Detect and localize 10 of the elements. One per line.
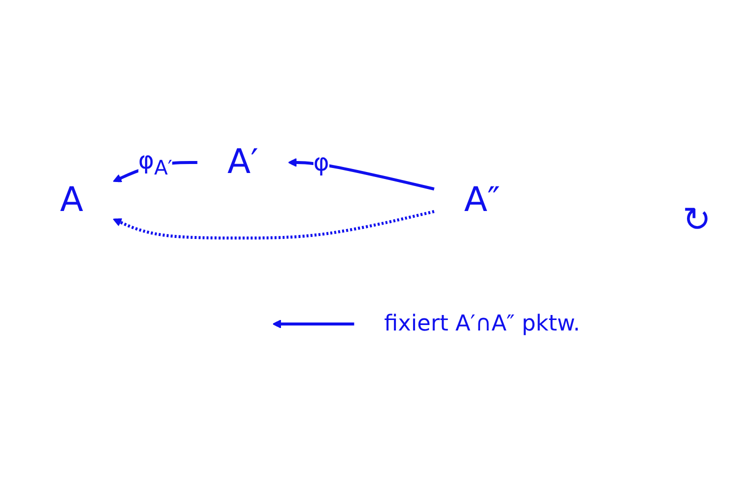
node-text: fixiert A′∩A″ pktw. (384, 311, 580, 336)
dashed-arrow (112, 210, 434, 240)
edge-label: φ (313, 148, 330, 176)
node-text: A (60, 180, 84, 220)
arrow (288, 158, 434, 190)
node-text: A″ (464, 180, 500, 220)
arrow (272, 319, 354, 328)
rotation-symbol: ↻ (682, 200, 711, 240)
node-text: A′ (227, 142, 258, 182)
edge-label: φ$_{A′}$ (138, 146, 172, 180)
